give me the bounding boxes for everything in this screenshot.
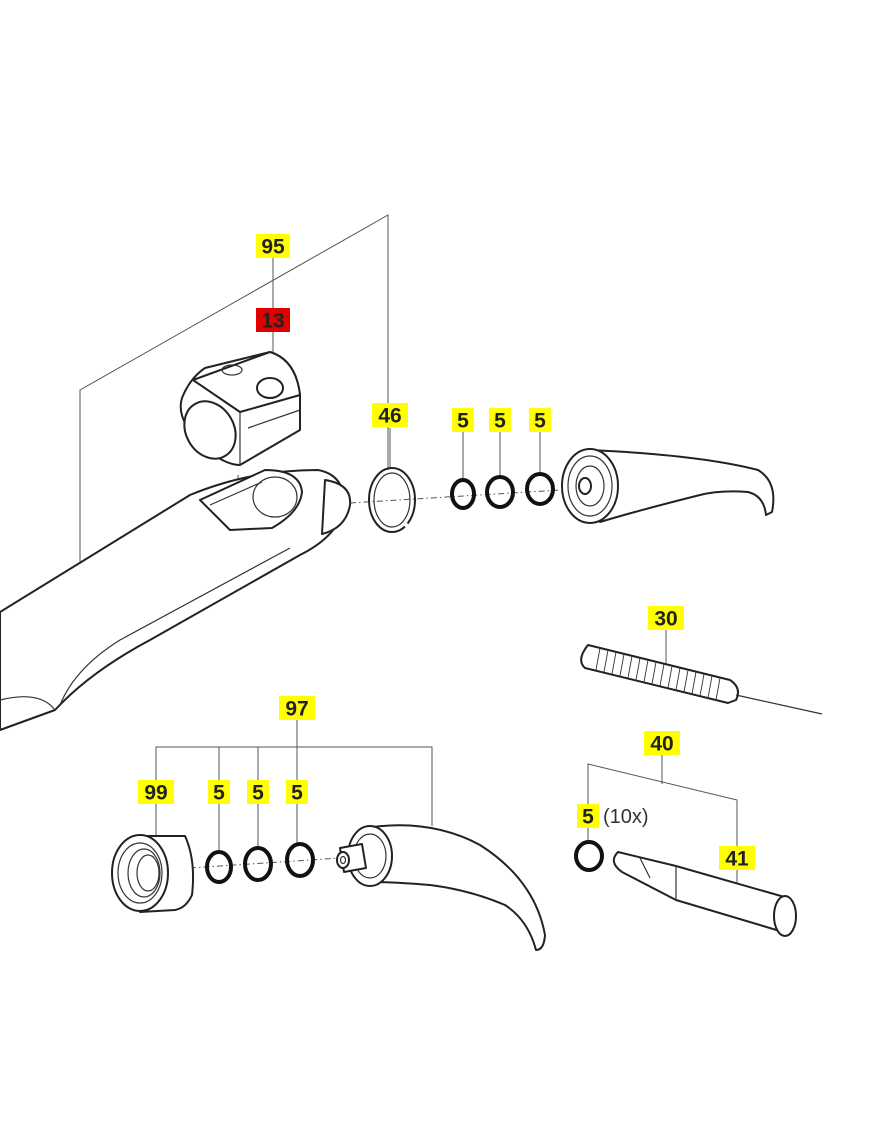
svg-text:99: 99: [144, 782, 167, 805]
label-5-top-2[interactable]: 5: [489, 408, 511, 433]
svg-text:5: 5: [291, 782, 303, 805]
lower-lever: [336, 824, 546, 951]
loose-o-ring: [574, 840, 604, 872]
svg-text:5: 5: [534, 410, 546, 433]
svg-text:13: 13: [261, 310, 284, 333]
svg-text:5: 5: [494, 410, 506, 433]
label-5-kit[interactable]: 5: [577, 804, 599, 829]
leader-lines: [79, 214, 738, 886]
svg-text:40: 40: [650, 733, 673, 756]
quantity-note: (10x): [603, 806, 649, 828]
label-46[interactable]: 46: [372, 403, 408, 428]
handle-body: [0, 469, 352, 731]
svg-text:5: 5: [213, 782, 225, 805]
label-30[interactable]: 30: [648, 606, 684, 631]
svg-text:95: 95: [261, 236, 285, 259]
part-41-pin: [612, 851, 797, 937]
label-13[interactable]: 13: [256, 308, 290, 333]
label-97[interactable]: 97: [279, 696, 315, 721]
svg-text:30: 30: [654, 608, 677, 631]
svg-text:97: 97: [285, 698, 308, 721]
part-30-spring: [580, 644, 823, 715]
label-5-lower-3[interactable]: 5: [286, 780, 308, 805]
label-5-lower-2[interactable]: 5: [247, 780, 269, 805]
label-99[interactable]: 99: [138, 780, 174, 805]
label-41[interactable]: 41: [719, 846, 755, 871]
lower-o-rings: [205, 842, 315, 884]
part-labels: 95 13 46 5 5 5 30 97: [138, 234, 755, 871]
label-5-top-3[interactable]: 5: [529, 408, 551, 433]
top-o-rings: [450, 472, 555, 510]
label-5-lower-1[interactable]: 5: [208, 780, 230, 805]
svg-text:41: 41: [725, 848, 749, 871]
svg-text:5: 5: [457, 410, 469, 433]
svg-text:5: 5: [252, 782, 264, 805]
part-99-ring-nut: [111, 834, 195, 913]
upper-lever: [561, 448, 775, 524]
svg-text:46: 46: [378, 405, 401, 428]
label-40[interactable]: 40: [644, 731, 680, 756]
svg-text:5: 5: [582, 806, 594, 829]
part-46-clip-ring: [368, 467, 416, 533]
label-5-top-1[interactable]: 5: [452, 408, 474, 433]
part-13-sleeve: [179, 351, 301, 466]
label-95[interactable]: 95: [256, 234, 290, 259]
